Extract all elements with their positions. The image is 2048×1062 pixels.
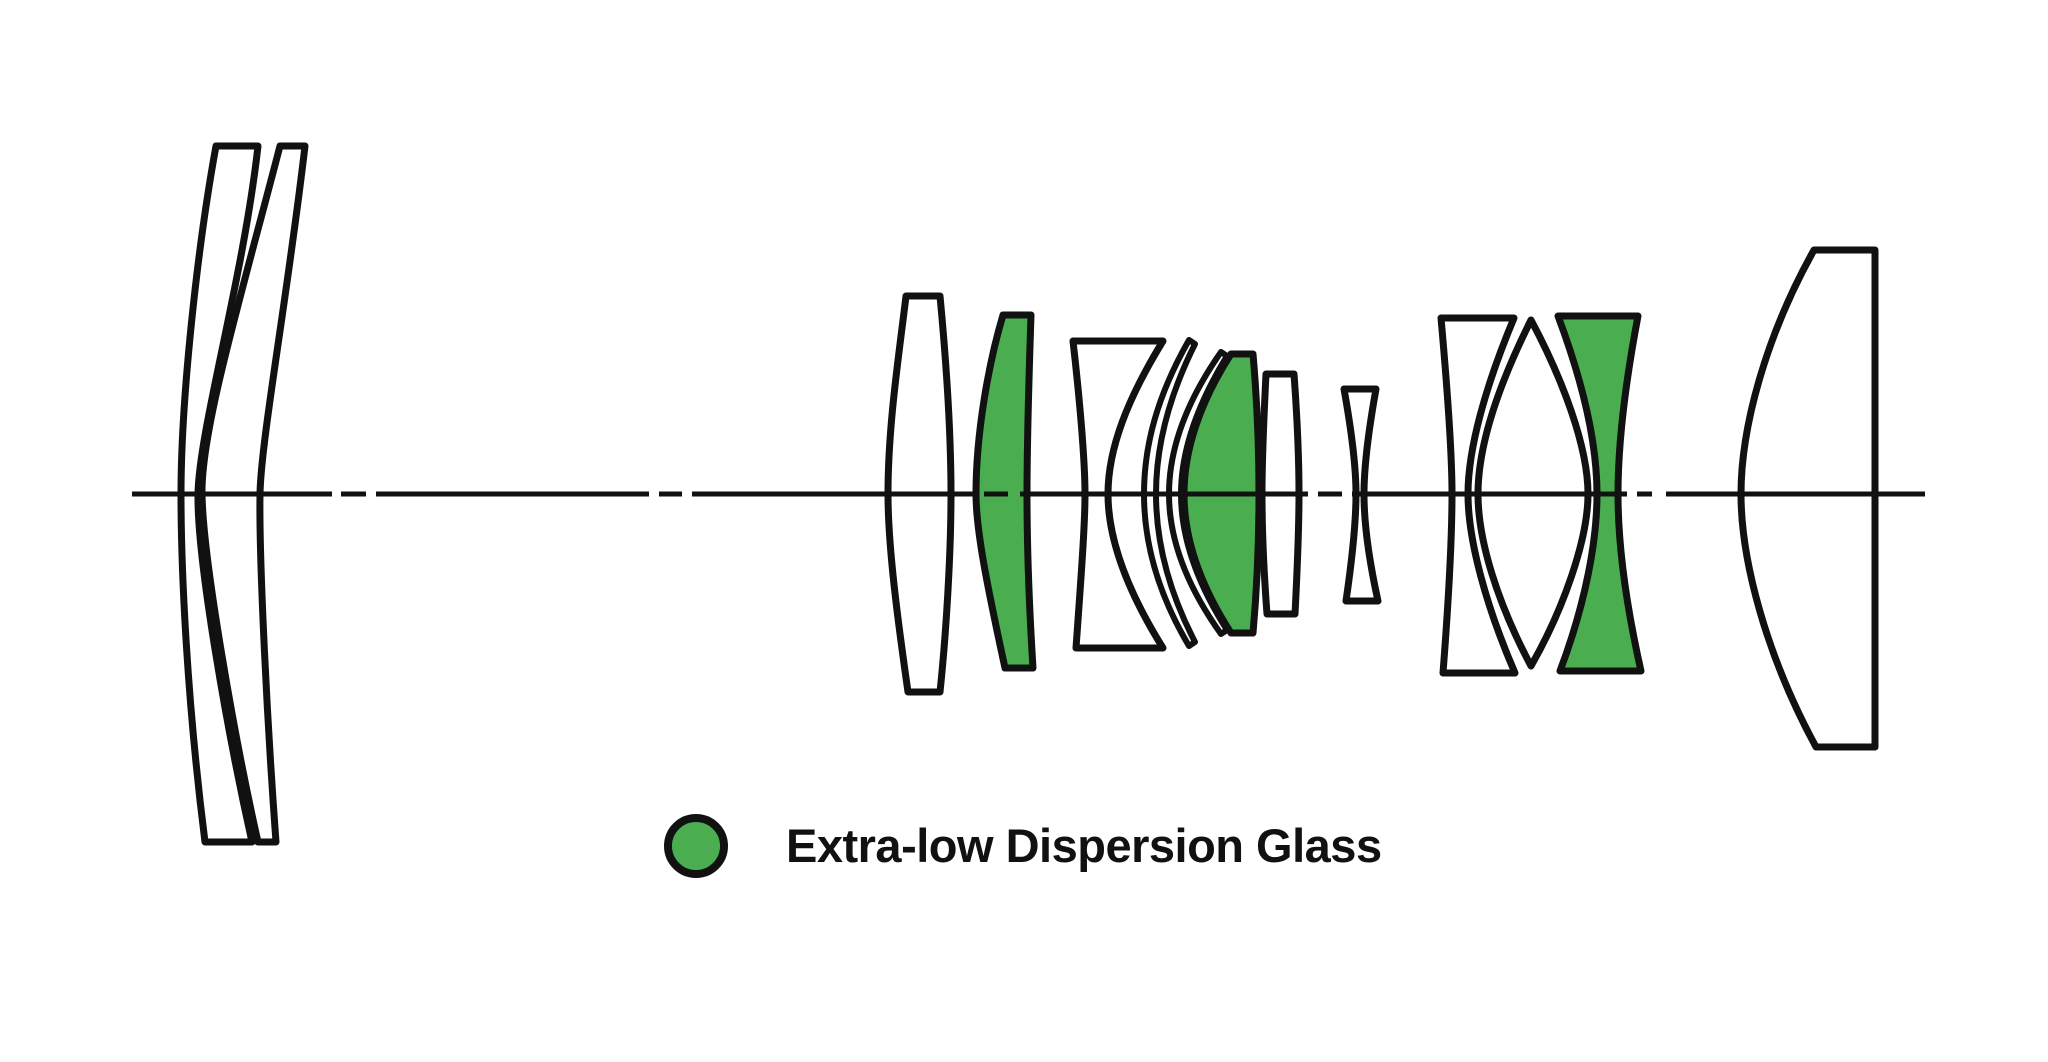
lens-element-crescent-shell-1 [1141, 337, 1198, 649]
ed-glass-swatch-icon [664, 814, 728, 878]
legend-label: Extra-low Dispersion Glass [786, 819, 1382, 872]
lens-element-rear-plano-convex [1737, 246, 1879, 751]
lens-element-mid-biconcave [1069, 337, 1167, 652]
lens-element-rear-biconcave [1437, 314, 1519, 677]
legend: Extra-low Dispersion Glass [664, 814, 1382, 878]
